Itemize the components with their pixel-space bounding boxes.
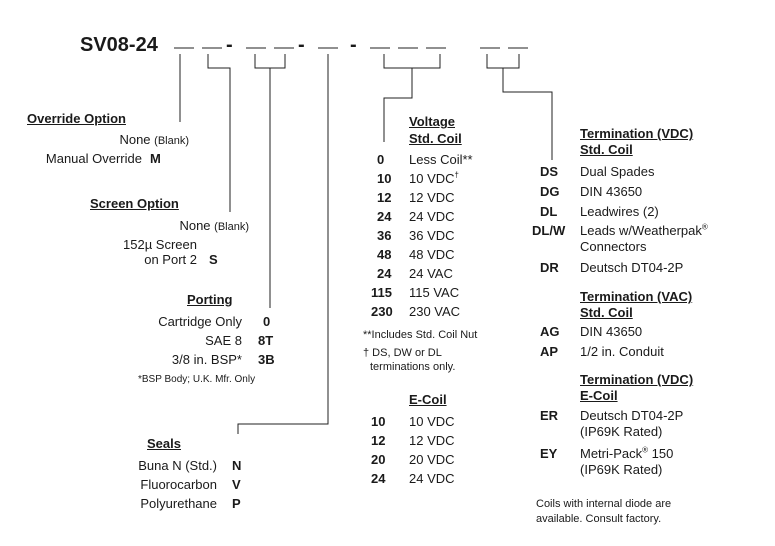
term-label: DIN 43650 [580, 184, 643, 199]
seals-option-fluoro: Fluorocarbon [140, 477, 217, 492]
porting-code-8t: 8T [258, 333, 274, 348]
term-label: Deutsch DT04-2P [580, 260, 684, 275]
porting-option-cartridge: Cartridge Only [158, 314, 242, 329]
term-vac-std-title: Termination (VAC) [580, 289, 693, 304]
voltage-footnote-2b: terminations only. [370, 361, 456, 373]
term-label-line2: (IP69K Rated) [580, 424, 663, 439]
porting-code-0: 0 [263, 314, 271, 329]
term-vdc-e-title: Termination (VDC) [580, 372, 694, 387]
seals-code-p: P [232, 496, 241, 511]
porting-code-3b: 3B [258, 352, 275, 367]
voltage-footnote-2: † DS, DW or DL [363, 347, 442, 359]
term-label: Metri-Pack® 150 [580, 445, 674, 461]
term-code: AG [540, 324, 560, 339]
voltage-code: 24 [377, 266, 392, 281]
diode-note-2: available. Consult factory. [536, 513, 662, 525]
voltage-label: Less Coil** [409, 152, 473, 167]
seals-title: Seals [147, 436, 181, 451]
voltage-code: 12 [377, 190, 392, 205]
voltage-code: 24 [377, 209, 392, 224]
voltage-code: 230 [371, 304, 393, 319]
voltage-footnote-1: **Includes Std. Coil Nut [363, 329, 478, 341]
term-code: DL/W [532, 223, 566, 238]
screen-option-none: None (Blank) [179, 218, 249, 233]
ecoil-code: 24 [371, 471, 386, 486]
ecoil-code: 10 [371, 414, 386, 429]
voltage-label: 24 VAC [409, 266, 453, 281]
ecoil-label: 24 VDC [409, 471, 455, 486]
porting-option-sae: SAE 8 [205, 333, 242, 348]
dash-separator: - [226, 34, 233, 56]
term-vdc-std-subtitle: Std. Coil [580, 142, 633, 157]
screen-option-label-2: on Port 2 [144, 252, 197, 267]
term-vdc-std-title: Termination (VDC) [580, 126, 694, 141]
voltage-code: 10 [377, 171, 392, 186]
voltage-code: 36 [377, 228, 392, 243]
ecoil-code: 12 [371, 433, 386, 448]
term-code: DS [540, 164, 559, 179]
seals-code-n: N [232, 458, 242, 473]
term-code: ER [540, 408, 559, 423]
term-label: Leads w/Weatherpak® [580, 222, 708, 238]
screen-code-s: S [209, 252, 218, 267]
voltage-label: 230 VAC [409, 304, 461, 319]
voltage-label: 10 VDC† [409, 170, 459, 186]
override-title: Override Option [27, 111, 126, 126]
porting-option-bsp: 3/8 in. BSP* [171, 352, 242, 367]
term-label: Dual Spades [580, 164, 655, 179]
voltage-label: 24 VDC [409, 209, 455, 224]
voltage-subtitle: Std. Coil [409, 131, 462, 146]
ecoil-label: 12 VDC [409, 433, 455, 448]
porting-title: Porting [187, 292, 233, 307]
voltage-code: 115 [371, 285, 392, 300]
term-vac-std-subtitle: Std. Coil [580, 305, 633, 320]
term-code: DG [540, 184, 560, 199]
ecoil-code: 20 [371, 452, 386, 467]
term-code: EY [540, 446, 558, 461]
voltage-code: 0 [377, 152, 385, 167]
term-label: Deutsch DT04-2P [580, 408, 684, 423]
seals-option-poly: Polyurethane [140, 496, 217, 511]
override-code-manual: M [150, 151, 161, 166]
term-code: DR [540, 260, 559, 275]
ecoil-label: 10 VDC [409, 414, 455, 429]
seals-option-buna: Buna N (Std.) [138, 458, 217, 473]
term-label: Leadwires (2) [580, 204, 659, 219]
term-vdc-e-subtitle: E-Coil [580, 388, 618, 403]
seals-code-v: V [232, 477, 241, 492]
term-label-line2: (IP69K Rated) [580, 462, 663, 477]
voltage-title: Voltage [409, 114, 455, 129]
ecoil-title: E-Coil [409, 392, 447, 407]
ecoil-label: 20 VDC [409, 452, 455, 467]
voltage-label: 36 VDC [409, 228, 455, 243]
diode-note-1: Coils with internal diode are [536, 498, 672, 510]
dash-separator: - [298, 34, 305, 56]
porting-footnote: *BSP Body; U.K. Mfr. Only [138, 374, 256, 385]
term-code: AP [540, 344, 559, 359]
model-number: SV08-24 [80, 34, 158, 56]
term-code: DL [540, 204, 558, 219]
override-option-manual: Manual Override [45, 151, 142, 166]
term-label: DIN 43650 [580, 324, 643, 339]
voltage-label: 12 VDC [409, 190, 455, 205]
dash-separator: - [350, 34, 357, 56]
voltage-label: 115 VAC [409, 285, 460, 300]
term-label-line2: Connectors [580, 239, 647, 254]
screen-option-label-1: 152µ Screen [123, 237, 197, 252]
voltage-label: 48 VDC [409, 247, 455, 262]
voltage-code: 48 [377, 247, 392, 262]
override-option-none: None (Blank) [119, 132, 189, 147]
term-label: 1/2 in. Conduit [580, 344, 664, 359]
screen-title: Screen Option [90, 196, 179, 211]
